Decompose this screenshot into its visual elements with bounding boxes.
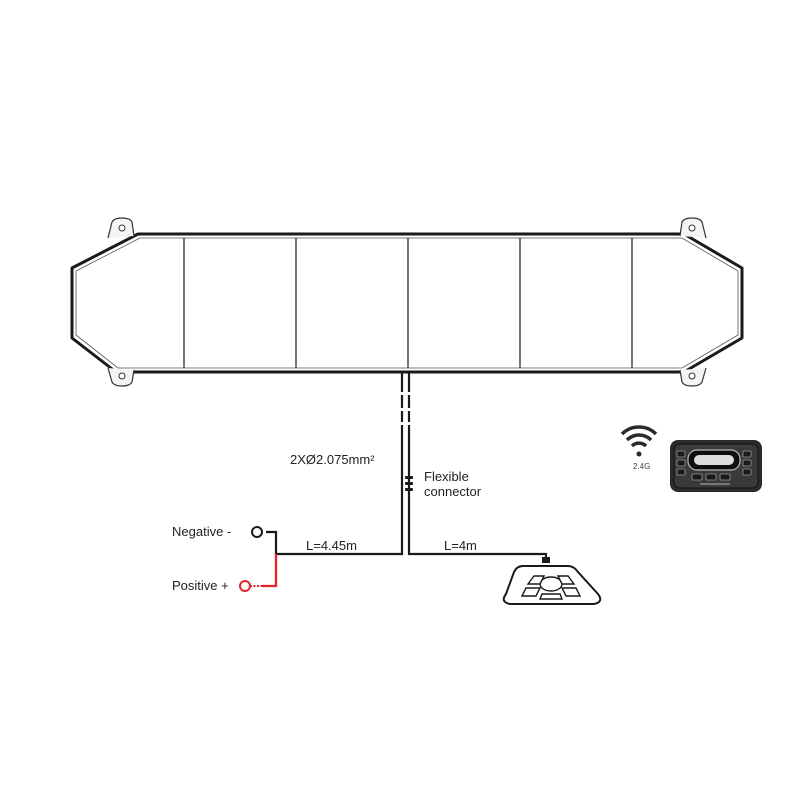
flexible-connector-label: Flexible xyxy=(424,469,469,484)
negative-terminal-label: Negative - xyxy=(172,524,231,539)
cable-spec-label: 2XØ2.075mm² xyxy=(290,452,375,467)
mounting-bracket xyxy=(679,217,707,239)
cables xyxy=(262,372,548,588)
control-cable xyxy=(407,372,548,560)
mounting-bracket xyxy=(107,217,135,239)
flexible-connector-icon xyxy=(405,476,413,491)
control-cable-length-label: L=4m xyxy=(444,538,477,553)
positive-terminal-label: Positive + xyxy=(172,578,229,593)
cable-break-marks xyxy=(398,392,414,425)
lightbar xyxy=(70,217,744,387)
flexible-connector-label-line2: connector xyxy=(424,484,482,499)
wifi-signal-icon xyxy=(620,425,658,457)
mounting-bracket xyxy=(679,367,707,387)
wired-control-box-icon xyxy=(502,557,602,605)
lightbar-outline xyxy=(70,232,744,374)
wireless-remote-icon xyxy=(670,440,762,492)
lightbar-segment-dividers xyxy=(183,238,633,368)
negative-terminal-icon xyxy=(251,526,263,538)
lightbar-inner-outline xyxy=(75,237,739,369)
wireless-band-label: 2.4G xyxy=(633,462,650,471)
power-cable-length-label: L=4.45m xyxy=(306,538,357,553)
positive-terminal-icon xyxy=(239,580,251,592)
mounting-bracket xyxy=(107,367,135,387)
positive-wire xyxy=(262,554,278,588)
